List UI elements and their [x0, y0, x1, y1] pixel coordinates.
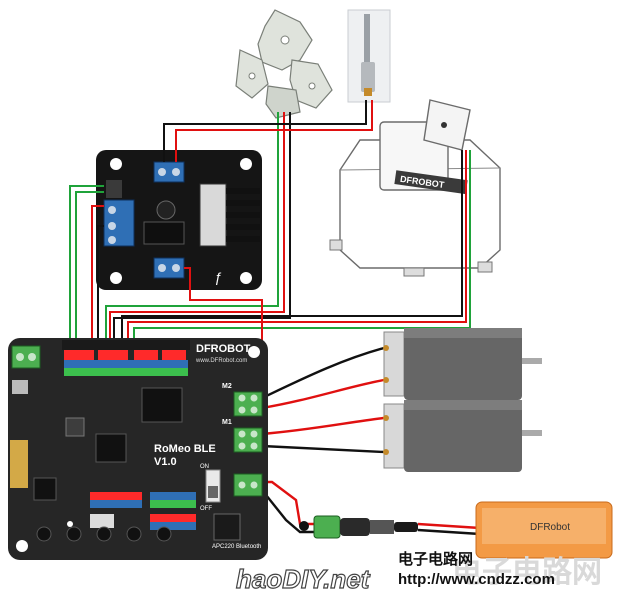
board-brand: DFROBOT: [196, 343, 251, 355]
watermark-site-logo: haoDIY.net: [236, 564, 371, 594]
label-off: OFF: [200, 506, 212, 512]
romeo-ble-board: DFROBOT www.DFRobot.com RoMeo BLE V1.0 M…: [8, 338, 268, 560]
motor-driver-board: ƒ: [96, 150, 262, 290]
driver-heatsink: [199, 183, 260, 247]
battery-pack: DFRobot: [475, 501, 613, 559]
pan-tilt-turret: DFROBOT: [329, 99, 501, 277]
dc-motor-m1: [383, 400, 542, 472]
apc220-label: APC220 Bluetooth: [212, 544, 261, 550]
watermark: 电子电路网 haoDIY.net 电子电路网 http://www.cndzz.…: [235, 550, 602, 595]
watermark-cn-title: 电子电路网: [398, 550, 473, 568]
label-m1: M1: [222, 419, 232, 426]
servo-gripper: [235, 9, 333, 119]
dc-motor-m2: [383, 328, 542, 400]
encoder-motor-photo: [347, 9, 391, 103]
board-model: RoMeo BLE: [154, 443, 216, 455]
dc-jack-connector: [299, 515, 418, 539]
header-pins-top: [64, 350, 188, 376]
wires: [69, 100, 481, 536]
label-on: ON: [200, 464, 209, 470]
driver-logo: ƒ: [214, 269, 222, 285]
watermark-background-text: 电子电路网: [452, 556, 602, 589]
battery-label: DFRobot: [530, 522, 570, 533]
watermark-url: http://www.cndzz.com: [398, 571, 555, 588]
label-m2: M2: [222, 383, 232, 390]
board-version: V1.0: [154, 456, 177, 468]
board-url: www.DFRobot.com: [195, 358, 247, 364]
